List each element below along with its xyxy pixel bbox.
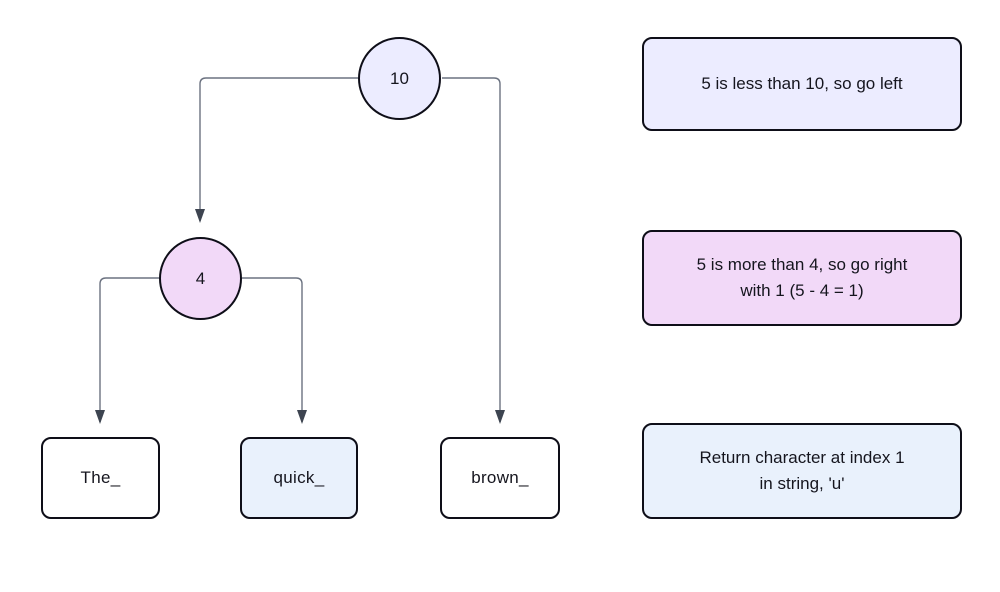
leaf-node-the-label: The_ (80, 468, 121, 487)
edge-root-to-brown (442, 77, 505, 424)
edge-mid-to-the (95, 277, 159, 424)
tree-node-root: 10 (358, 37, 441, 120)
tree-node-mid-label: 4 (195, 268, 206, 288)
note-return-char-line1: Return character at index 1 (699, 447, 905, 467)
edge-root-to-mid (195, 77, 358, 223)
note-go-right-line2: with 1 (5 - 4 = 1) (740, 281, 864, 300)
leaf-node-brown-label: brown_ (471, 468, 529, 487)
leaf-node-brown: brown_ (440, 437, 560, 519)
note-go-right-line1: 5 is more than 4, so go right (696, 254, 908, 274)
note-go-left-text: 5 is less than 10, so go left (701, 73, 903, 93)
note-return-char: Return character at index 1 in string, '… (642, 423, 962, 519)
tree-node-mid: 4 (159, 237, 242, 320)
leaf-node-quick-label: quick_ (273, 468, 325, 487)
leaf-node-the: The_ (41, 437, 160, 519)
note-go-right: 5 is more than 4, so go right with 1 (5 … (642, 230, 962, 326)
edge-mid-to-quick (242, 277, 307, 424)
tree-node-root-label: 10 (390, 68, 409, 88)
leaf-node-quick: quick_ (240, 437, 358, 519)
note-return-char-line2: in string, 'u' (759, 474, 845, 493)
note-go-left: 5 is less than 10, so go left (642, 37, 962, 131)
